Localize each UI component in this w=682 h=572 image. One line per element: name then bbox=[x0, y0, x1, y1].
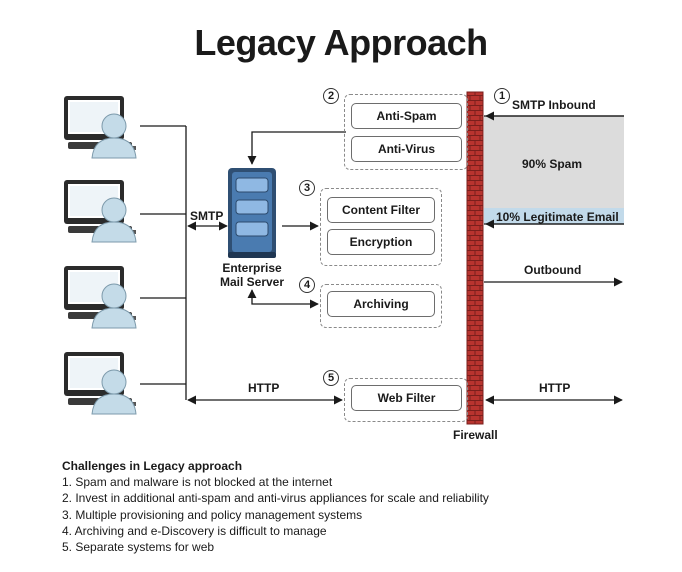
challenge-item: 4. Archiving and e-Discovery is difficul… bbox=[62, 523, 327, 538]
archiving-box: Archiving bbox=[327, 291, 435, 317]
smtp-left-label: SMTP bbox=[190, 209, 224, 223]
group-number-4: 4 bbox=[299, 277, 315, 293]
group-number-2: 2 bbox=[323, 88, 339, 104]
enterprise-mail-server bbox=[228, 168, 276, 258]
anti-spam-box: Anti-Spam bbox=[351, 103, 462, 129]
mail-server-label-line1: Enterprise bbox=[222, 261, 282, 275]
antivirus-to-server-link bbox=[247, 131, 346, 165]
legit-email-label: 10% Legitimate Email bbox=[496, 210, 619, 224]
encryption-box: Encryption bbox=[327, 229, 435, 255]
http-right-label: HTTP bbox=[539, 381, 571, 395]
outbound-label: Outbound bbox=[524, 263, 582, 277]
server-to-archiving-link bbox=[247, 289, 319, 309]
content-filter-box: Content Filter bbox=[327, 197, 435, 223]
client-bus bbox=[140, 125, 187, 400]
firewall-wall bbox=[466, 91, 484, 425]
user-computer-2 bbox=[63, 179, 137, 243]
spam-label: 90% Spam bbox=[522, 157, 583, 171]
group-antispam-antivirus bbox=[344, 94, 468, 170]
group-web-filter bbox=[344, 378, 468, 422]
group-number-3: 3 bbox=[299, 180, 315, 196]
http-left-label: HTTP bbox=[248, 381, 280, 395]
challenge-item: 5. Separate systems for web bbox=[62, 540, 215, 555]
group-archiving bbox=[320, 284, 442, 328]
mail-server-label-line2: Mail Server bbox=[219, 275, 285, 289]
challenge-item: 2. Invest in additional anti-spam and an… bbox=[62, 491, 489, 506]
group-number-1: 1 bbox=[494, 88, 510, 104]
challenges-list: Challenges in Legacy approach 1. Spam an… bbox=[62, 458, 489, 555]
anti-virus-box: Anti-Virus bbox=[351, 136, 462, 162]
challenges-heading: Challenges in Legacy approach bbox=[62, 459, 243, 473]
challenge-item: 1. Spam and malware is not blocked at th… bbox=[62, 475, 333, 490]
firewall-label: Firewall bbox=[453, 428, 498, 442]
user-computer-3 bbox=[63, 265, 137, 329]
challenge-item: 3. Multiple provisioning and policy mana… bbox=[62, 507, 363, 522]
web-filter-box: Web Filter bbox=[351, 385, 462, 411]
user-computer-4 bbox=[63, 351, 137, 415]
user-computer-1 bbox=[63, 95, 137, 159]
smtp-inbound-label: SMTP Inbound bbox=[512, 98, 596, 112]
page-title: Legacy Approach bbox=[194, 22, 488, 63]
group-number-5: 5 bbox=[323, 370, 339, 386]
group-content-encryption bbox=[320, 188, 442, 266]
